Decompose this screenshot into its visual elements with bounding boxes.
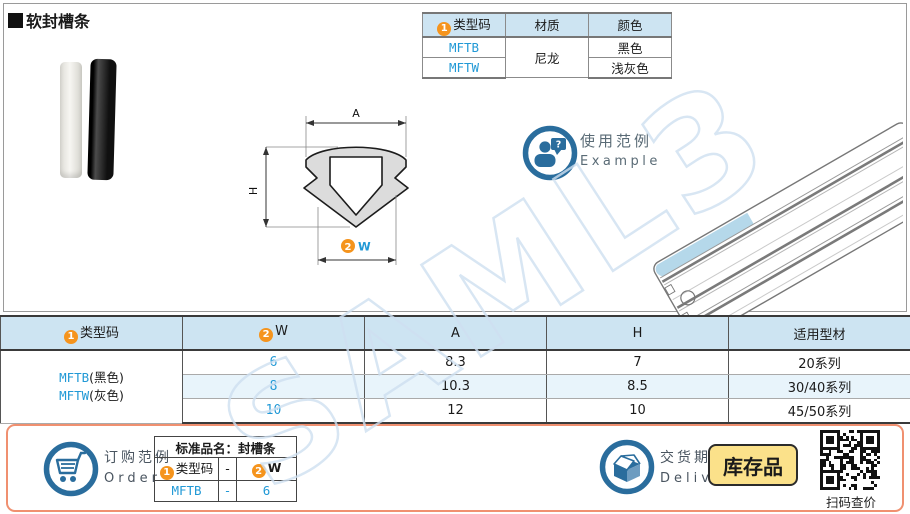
number-2-badge: [341, 239, 355, 253]
a-value: 8.3: [364, 349, 547, 375]
cross-section-drawing: A H 2 W: [247, 107, 409, 265]
order-separator: -: [218, 479, 237, 502]
content-border: [3, 3, 907, 312]
h-value: 7: [546, 349, 729, 375]
profile-usage-illustration: [653, 122, 903, 318]
table-row: MFTB 尼龙 黑色: [422, 36, 672, 78]
order-label: 订购范例 Order: [104, 447, 172, 486]
example-label-cn: 使用范例: [580, 132, 653, 150]
main-header-profile: 适用型材: [728, 315, 910, 351]
number-1-badge: 1: [159, 465, 174, 480]
title-square-icon: [8, 12, 23, 28]
dim-w-label: W: [358, 240, 371, 254]
w-value: 10: [182, 398, 365, 424]
order-code-value: MFTB: [154, 479, 219, 502]
table-row: MFTB(黑色) MFTW(灰色) 6 8.3 7 20系列: [0, 349, 910, 424]
svg-text:?: ?: [556, 140, 562, 151]
order-separator: -: [218, 457, 237, 481]
main-header-a: A: [364, 315, 547, 351]
w-value: 8: [182, 374, 365, 399]
profile-value: 20系列: [728, 349, 910, 375]
product-photo-white-strip: [60, 62, 82, 178]
spec-color-grey: 浅灰色: [588, 56, 672, 79]
table-row: 8 10.3 8.5 30/40系列: [1, 374, 910, 399]
spec-material-value: 尼龙: [505, 36, 589, 78]
profile-value: 45/50系列: [728, 398, 910, 424]
qr-code: [820, 430, 880, 490]
a-value: 10.3: [364, 374, 547, 399]
table-row: MFTB - 6: [154, 479, 297, 502]
inserted-seal-strip: [655, 212, 754, 276]
order-table-title: 标准品名：封槽条: [154, 436, 297, 458]
spec-header-color: 颜色: [588, 12, 672, 38]
table-row: 10 12 10 45/50系列: [1, 398, 910, 424]
order-label-cn: 订购范例: [104, 450, 172, 466]
number-2-badge: 2: [251, 464, 266, 478]
number-1-badge: 1: [63, 329, 78, 344]
order-w-value: 6: [236, 479, 297, 502]
delivery-box-icon: [599, 439, 655, 495]
delivery-label-cn: 交货期: [660, 450, 711, 466]
product-photo-black-strip: [87, 58, 117, 181]
dim-a-label: A: [352, 107, 360, 120]
number-1-badge: 1: [437, 21, 452, 36]
dim-h-label: H: [247, 187, 260, 195]
spec-header-material: 材质: [505, 12, 589, 38]
w-value: 6: [182, 349, 365, 375]
svg-text:2: 2: [345, 242, 352, 253]
table-row: MFTW 浅灰色: [422, 56, 672, 79]
stock-item-badge: 库存品: [708, 444, 798, 486]
page-title: 软封槽条: [8, 8, 90, 32]
number-2-badge: 2: [259, 327, 274, 342]
example-label-en: Example: [580, 154, 661, 169]
example-label: 使用范例 Example: [580, 130, 661, 169]
spec-color-black: 黑色: [588, 36, 672, 58]
a-value: 12: [364, 398, 547, 424]
profile-value: 30/40系列: [728, 374, 910, 399]
example-person-icon: ?: [522, 125, 578, 181]
spec-code-mftw: MFTW: [422, 56, 506, 79]
qr-caption: 扫码查价: [825, 495, 876, 510]
shopping-cart-icon: [43, 441, 99, 497]
type-code-cell: MFTB(黑色) MFTW(灰色): [0, 349, 183, 424]
order-label-en: Order: [104, 471, 161, 486]
main-header-h: H: [546, 315, 729, 351]
h-value: 8.5: [546, 374, 729, 399]
seal-profile-shape: [303, 146, 409, 228]
page-title-text: 软封槽条: [26, 12, 91, 31]
spec-code-mftb: MFTB: [422, 36, 506, 58]
h-value: 10: [546, 398, 729, 424]
